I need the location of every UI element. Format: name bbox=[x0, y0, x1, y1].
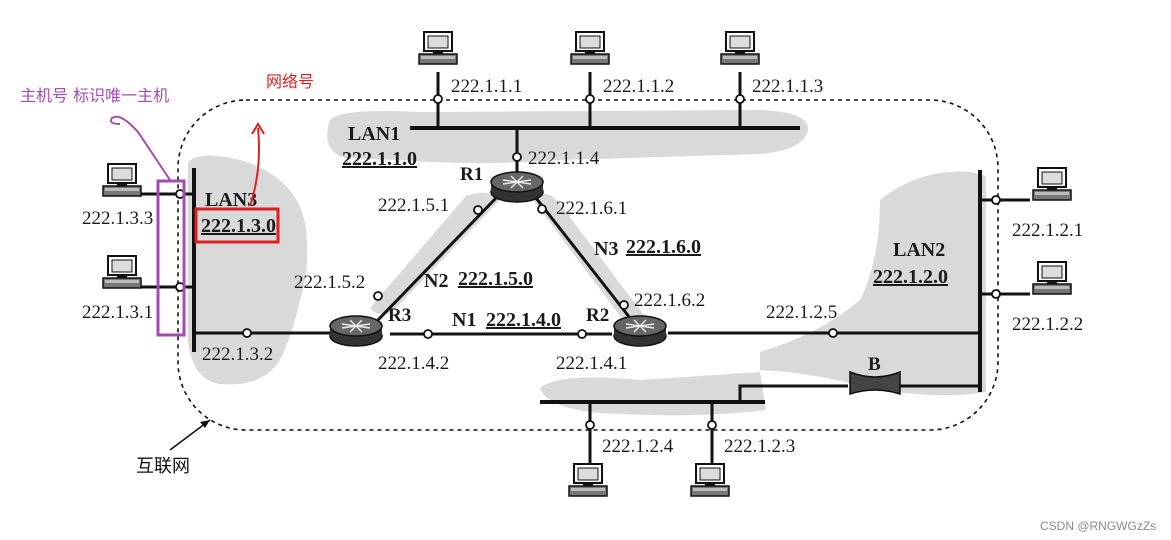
pc-icon bbox=[102, 255, 142, 289]
network-address-label: 222.1.1.0 bbox=[342, 148, 417, 170]
bridge-name-label: B bbox=[868, 354, 881, 375]
host-ip-label: 222.1.1.3 bbox=[752, 76, 823, 97]
pc-icon bbox=[102, 163, 142, 197]
pc-icon bbox=[568, 463, 608, 497]
host-ip-label: 222.1.2.4 bbox=[602, 436, 674, 457]
interface-ip-label: 222.1.6.1 bbox=[556, 198, 627, 219]
router-r2-icon bbox=[613, 315, 667, 347]
lan-name-label: LAN2 bbox=[893, 239, 945, 261]
interface-ip-label: 222.1.4.2 bbox=[378, 353, 449, 374]
router-name-label: R3 bbox=[388, 305, 411, 326]
network-address-label: 222.1.4.0 bbox=[486, 309, 561, 331]
lan2-lower-region bbox=[540, 372, 766, 416]
interface-ip-label: 222.1.5.1 bbox=[378, 195, 449, 216]
internet-pointer bbox=[169, 419, 211, 451]
network-address-label: 222.1.5.0 bbox=[458, 268, 533, 290]
watermark: CSDN @RNGWGzZs bbox=[1040, 519, 1156, 533]
host-ip-label: 222.1.1.2 bbox=[603, 76, 674, 97]
network-id-arrowhead bbox=[251, 122, 265, 135]
interface-dots bbox=[175, 94, 1001, 430]
router-name-label: R2 bbox=[586, 305, 609, 326]
host-ip-label: 222.1.3.1 bbox=[82, 302, 153, 323]
internet-label: 互联网 bbox=[136, 456, 190, 477]
host-id-annotation: 主机号 标识唯一主机 bbox=[20, 86, 169, 105]
network-address-label: 222.1.2.0 bbox=[873, 266, 948, 288]
host-ip-label: 222.1.2.1 bbox=[1012, 220, 1083, 241]
network-id-arrow bbox=[249, 127, 260, 207]
interface-ip-label: 222.1.6.2 bbox=[634, 290, 705, 311]
pc-icon bbox=[1032, 261, 1072, 295]
lan1-region bbox=[327, 110, 809, 163]
interface-ip-label: 222.1.5.2 bbox=[294, 272, 365, 293]
interface-ip-label: 222.1.2.5 bbox=[766, 302, 837, 323]
links bbox=[140, 72, 1030, 466]
network-id-annotation: 网络号 bbox=[266, 72, 314, 91]
host-ip-label: 222.1.3.3 bbox=[82, 208, 153, 229]
router-name-label: R1 bbox=[460, 164, 483, 185]
link-name-label: N2 bbox=[424, 270, 448, 292]
host-id-highlight-box bbox=[156, 179, 186, 337]
interface-ip-label: 222.1.1.4 bbox=[528, 148, 600, 169]
network-address-label: 222.1.3.0 bbox=[201, 215, 276, 237]
internet-boundary bbox=[177, 99, 999, 431]
pc-icon bbox=[418, 31, 458, 65]
router-r1-icon bbox=[490, 171, 544, 203]
network-address-label: 222.1.6.0 bbox=[626, 236, 701, 258]
n2-region bbox=[370, 192, 500, 315]
pc-icon bbox=[1032, 167, 1072, 201]
lan-name-label: LAN1 bbox=[348, 123, 400, 145]
lan-name-label: LAN3 bbox=[205, 189, 257, 211]
lan2-region bbox=[760, 171, 986, 396]
bridge-icon bbox=[849, 370, 901, 396]
host-ip-label: 222.1.1.1 bbox=[451, 76, 522, 97]
pc-icon bbox=[570, 31, 610, 65]
network-id-highlight-box bbox=[194, 207, 280, 244]
host-ip-label: 222.1.2.2 bbox=[1012, 314, 1083, 335]
host-ip-label: 222.1.2.3 bbox=[724, 436, 795, 457]
pc-icon bbox=[720, 31, 760, 65]
link-name-label: N1 bbox=[452, 309, 476, 331]
router-r3-icon bbox=[329, 315, 383, 347]
link-name-label: N3 bbox=[594, 238, 618, 260]
interface-ip-label: 222.1.4.1 bbox=[556, 353, 627, 374]
interface-ip-label: 222.1.3.2 bbox=[202, 344, 273, 365]
host-id-pointer-curve bbox=[110, 115, 171, 181]
pc-icon bbox=[690, 463, 730, 497]
